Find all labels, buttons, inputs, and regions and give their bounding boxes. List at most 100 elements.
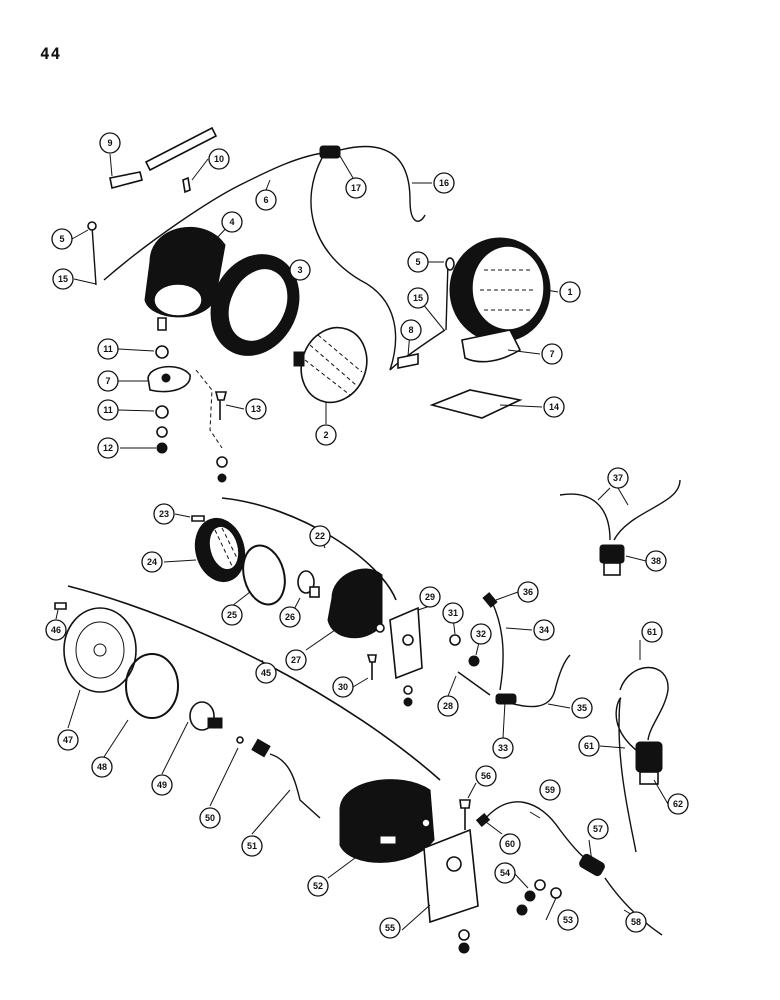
- page-number: 44: [40, 44, 62, 63]
- bolt-56: [459, 799, 471, 830]
- callout-circle: [407, 287, 429, 309]
- callout-25: 25: [221, 604, 243, 626]
- callout-33: 33: [492, 737, 514, 759]
- callout-number: 24: [147, 557, 157, 567]
- callout-number: 55: [385, 923, 395, 933]
- callout-number: 33: [498, 743, 508, 753]
- callout-circle: [419, 586, 441, 608]
- callout-32: 32: [470, 623, 492, 645]
- callout-47: 47: [57, 729, 79, 751]
- wire-5-left: [91, 225, 97, 286]
- callout-circle: [578, 735, 600, 757]
- terminal-28: [457, 671, 491, 696]
- callout-number: 2: [323, 430, 328, 440]
- callout-30: 30: [332, 676, 354, 698]
- callout-6: 6: [255, 189, 277, 211]
- callout-24: 24: [141, 551, 163, 573]
- callout-number: 45: [261, 668, 271, 678]
- callout-number: 58: [631, 917, 641, 927]
- callout-number: 3: [297, 265, 302, 275]
- callout-3: 3: [289, 259, 311, 281]
- callout-62: 62: [667, 793, 689, 815]
- callout-56: 56: [475, 765, 497, 787]
- callout-23: 23: [153, 503, 175, 525]
- callout-number: 56: [481, 771, 491, 781]
- callout-number: 25: [227, 610, 237, 620]
- callout-number: 5: [415, 257, 420, 267]
- nut-12: [156, 442, 168, 454]
- leader-lines: [55, 153, 669, 931]
- callout-29: 29: [419, 586, 441, 608]
- callout-37: 37: [607, 467, 629, 489]
- callout-circle: [543, 396, 565, 418]
- nut-32: [468, 655, 480, 667]
- callout-circle: [289, 259, 311, 281]
- callout-45: 45: [255, 662, 277, 684]
- callout-12: 12: [97, 437, 119, 459]
- wire-37-b: [613, 479, 681, 541]
- callout-circle: [208, 148, 230, 170]
- callout-46: 46: [45, 619, 67, 641]
- bracket-7-right: [461, 329, 522, 363]
- callout-circle: [51, 228, 73, 250]
- callout-10: 10: [208, 148, 230, 170]
- callout-circle: [97, 338, 119, 360]
- washer-29: [403, 685, 413, 695]
- nut-53: [516, 904, 528, 916]
- callout-11: 11: [97, 399, 119, 421]
- callout-number: 46: [51, 625, 61, 635]
- callout-number: 52: [313, 881, 323, 891]
- callout-number: 9: [107, 138, 112, 148]
- callout-circle: [400, 319, 422, 341]
- callout-35: 35: [571, 697, 593, 719]
- callout-circle: [645, 550, 667, 572]
- callout-53: 53: [557, 909, 579, 931]
- clip-8: [397, 353, 419, 369]
- washer-54: [534, 879, 546, 891]
- screw-46: [54, 602, 67, 610]
- callout-circle: [345, 177, 367, 199]
- callout-circle: [332, 676, 354, 698]
- bulb-49: [189, 701, 223, 731]
- callout-34: 34: [533, 619, 555, 641]
- bolt-10: [182, 176, 191, 194]
- callout-number: 16: [439, 178, 449, 188]
- callout-number: 37: [613, 473, 623, 483]
- nut-54: [524, 890, 536, 902]
- connector-17: [319, 145, 341, 159]
- callout-number: 31: [448, 608, 458, 618]
- callout-circle: [255, 662, 277, 684]
- callout-number: 12: [103, 443, 113, 453]
- callout-17: 17: [345, 177, 367, 199]
- callout-circle: [557, 909, 579, 931]
- callout-number: 11: [103, 405, 113, 415]
- callout-circle: [97, 399, 119, 421]
- bolt-13: [214, 391, 228, 420]
- callout-61: 61: [578, 735, 600, 757]
- callout-circle: [245, 398, 267, 420]
- callout-circle: [571, 697, 593, 719]
- washer-55: [458, 929, 470, 941]
- connector-33: [495, 693, 517, 705]
- switch-62: [635, 741, 663, 785]
- callout-circle: [641, 621, 663, 643]
- gasket-ring-3: [210, 254, 300, 356]
- callout-5: 5: [407, 251, 429, 273]
- callout-circle: [57, 729, 79, 751]
- callout-number: 29: [425, 592, 435, 602]
- housing-52: [339, 779, 435, 863]
- callout-22: 22: [309, 525, 331, 547]
- callout-number: 28: [443, 701, 453, 711]
- bracket-strips: [109, 126, 218, 189]
- harness-6: [103, 151, 331, 281]
- callout-circle: [499, 833, 521, 855]
- callout-number: 14: [549, 402, 559, 412]
- callout-number: 23: [159, 509, 169, 519]
- callout-number: 26: [285, 612, 295, 622]
- callout-circle: [97, 437, 119, 459]
- callout-circle: [153, 503, 175, 525]
- wire-35: [499, 654, 571, 708]
- callout-26: 26: [279, 606, 301, 628]
- callout-circle: [541, 343, 563, 365]
